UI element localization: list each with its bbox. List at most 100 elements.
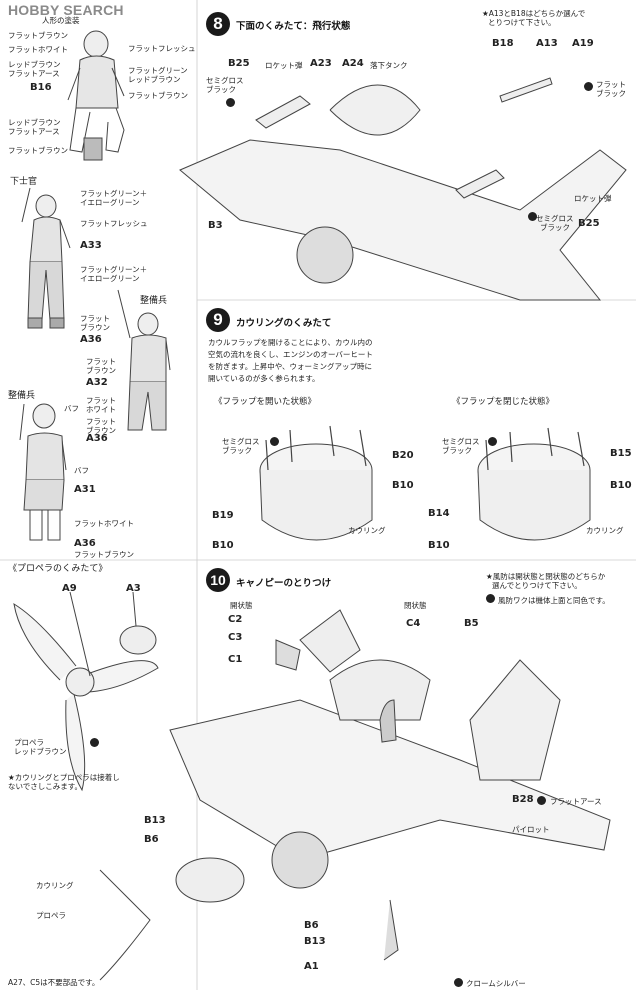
propeller-label: プロペラ xyxy=(36,911,66,920)
part-number: B18 xyxy=(492,38,514,49)
part-number: B13 xyxy=(304,936,326,947)
part-number: A1 xyxy=(304,961,319,972)
part-number: B25 xyxy=(578,218,600,229)
pilot-color-label: レッドブラウン xyxy=(128,75,181,84)
part-number: B6 xyxy=(304,920,319,931)
step10-title: キャノピーのとりつけ xyxy=(236,578,332,589)
propeller-note: ないでさしこみます。 xyxy=(8,782,83,791)
pilot-part-number: B16 xyxy=(30,82,52,93)
pilot-label: パイロット xyxy=(512,825,550,834)
mech1-part-number: A36 xyxy=(86,433,108,444)
mechanic-label: 整備兵 xyxy=(140,296,168,306)
part-number: A23 xyxy=(310,58,332,69)
pilot-color-label: フラットアース xyxy=(8,127,60,136)
part-number: A13 xyxy=(536,38,558,49)
mech1-color-label: ブラウン xyxy=(86,426,116,435)
part-label: 落下タンク xyxy=(370,61,408,70)
mech1-part-number: A32 xyxy=(86,377,108,388)
cowling-open-title: 《フラップを開いた状態》 xyxy=(214,397,317,407)
mech2-part-number: A36 xyxy=(74,538,96,549)
open-state-label: 開状態 xyxy=(230,601,253,610)
pilot-color-label: フラットブラウン xyxy=(128,91,188,100)
part-number: B20 xyxy=(392,450,414,461)
paint-drop-icon xyxy=(537,796,546,805)
part-number: B5 xyxy=(464,618,479,629)
part-number: B28 xyxy=(512,794,534,805)
nco-color-label: フラットグリーン＋ xyxy=(80,265,148,274)
footer-note: A27、C5は不要部品です。 xyxy=(8,978,100,987)
part-label: ロケット弾 xyxy=(265,61,303,70)
part-number: B10 xyxy=(212,540,234,551)
step8-wing-drawing xyxy=(179,77,627,301)
paint-header: 人形の塗装 xyxy=(42,16,80,25)
step9-text-line: を防ぎます。上昇中や、ウォーミングアップ時に xyxy=(208,362,373,371)
part-label: ロケット弾 xyxy=(574,194,612,203)
color-label: フラットアース xyxy=(550,797,602,806)
step-number-badge: 10 xyxy=(206,568,230,592)
color-label: セミグロス xyxy=(442,437,480,446)
part-number: C2 xyxy=(228,614,243,625)
pilot-color-label: レッドブラウン xyxy=(8,60,61,69)
cowling-open-drawing xyxy=(259,425,373,541)
mech1-color-label: フラット xyxy=(86,357,116,366)
paint-drop-icon xyxy=(454,978,463,987)
step10-note: ★風防は開状態と閉状態のどちらか xyxy=(486,572,606,581)
part-number: B14 xyxy=(428,508,450,519)
paint-drop-icon xyxy=(486,594,495,603)
part-number: B6 xyxy=(144,834,159,845)
part-number: A19 xyxy=(572,38,594,49)
mech2-part-number: A31 xyxy=(74,484,96,495)
pilot-color-label: フラットホワイト xyxy=(8,45,68,54)
paint-drop-icon xyxy=(226,98,235,107)
part-number: C1 xyxy=(228,654,243,665)
pilot-figure xyxy=(67,30,125,161)
propeller-section-title: 《プロペラのくみたて》 xyxy=(8,564,108,574)
step8-title: 下面のくみたて：飛行状態 xyxy=(236,21,351,32)
paint-drop-icon xyxy=(528,212,537,221)
nco-color-label: イエローグリーン xyxy=(80,198,140,207)
cowling-closed-title: 《フラップを閉じた状態》 xyxy=(452,397,555,407)
part-number: B3 xyxy=(208,220,223,231)
propeller-note: ★カウリングとプロペラは接着し xyxy=(8,773,120,782)
step9-text-line: 空気の流れを良くし、エンジンのオーバーヒート xyxy=(208,350,373,359)
pilot-color-label: フラットブラウン xyxy=(8,146,68,155)
step10-note: 風防ワクは機体上面と同色です。 xyxy=(498,596,610,605)
part-number: A24 xyxy=(342,58,364,69)
paint-drop-icon xyxy=(488,437,497,446)
nco-color-label: フラットフレッシュ xyxy=(80,219,148,228)
part-number: B19 xyxy=(212,510,234,521)
nco-color-label: ブラウン xyxy=(80,323,110,332)
nco-color-label: フラット xyxy=(80,314,110,323)
nco-part-number: A36 xyxy=(80,334,102,345)
color-label: ブラック xyxy=(596,89,626,98)
part-number: B10 xyxy=(428,540,450,551)
nco-label: 下士官 xyxy=(10,177,38,187)
mech1-color-label: フラット xyxy=(86,396,116,405)
mech1-color-label: フラット xyxy=(86,417,116,426)
cowling-label: カウリング xyxy=(348,526,386,535)
part-number: B10 xyxy=(392,480,414,491)
color-label: ブラック xyxy=(442,446,472,455)
nco-figure xyxy=(21,187,71,329)
propeller-color-label: プロペラ xyxy=(14,738,44,747)
cowling-closed-drawing xyxy=(477,427,591,541)
step-number-badge: 9 xyxy=(206,308,230,332)
mech1-color-label: ホワイト xyxy=(86,405,116,414)
propeller-part-number: A9 xyxy=(62,583,77,594)
mechanic-figure-1 xyxy=(117,289,171,431)
color-label: ブラック xyxy=(206,85,236,94)
color-label: セミグロス xyxy=(536,214,574,223)
color-label: セミグロス xyxy=(222,437,260,446)
pilot-color-label: フラットブラウン xyxy=(8,31,68,40)
nco-part-number: A33 xyxy=(80,240,102,251)
color-label: ブラック xyxy=(222,446,252,455)
step10-aircraft-drawing xyxy=(99,609,611,981)
cowling-label: カウリング xyxy=(36,881,74,890)
propeller-color-label: レッドブラウン xyxy=(14,747,67,756)
step9-title: カウリングのくみたて xyxy=(236,318,332,329)
part-number: B13 xyxy=(144,815,166,826)
paint-drop-icon xyxy=(90,738,99,747)
step8-note: とりつけて下さい。 xyxy=(488,18,556,27)
pilot-color-label: フラットアース xyxy=(8,69,60,78)
